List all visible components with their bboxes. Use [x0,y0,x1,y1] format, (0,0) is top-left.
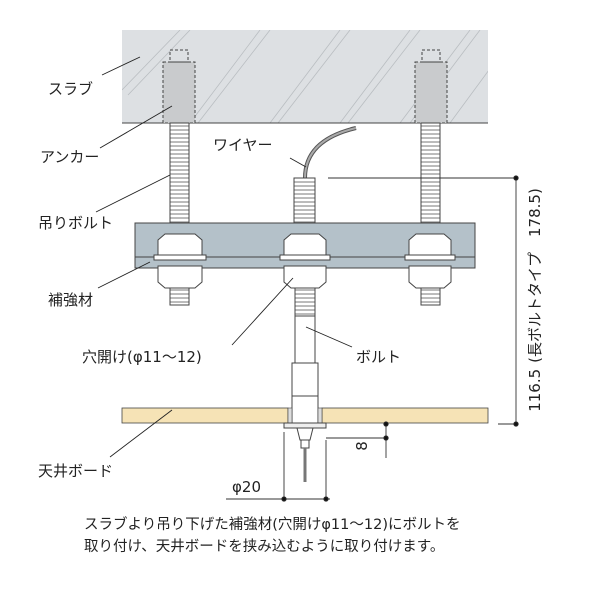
ceiling-board [121,407,489,424]
anchor-left [162,49,196,124]
dimension-height: 116.5(長ボルトタイプ 178.5) [526,188,544,412]
bolt [291,287,319,424]
label-anchor: アンカー [40,148,99,166]
label-reinforcement: 補強材 [48,291,93,309]
anchor-right [414,49,448,124]
caption-line-2: 取り付け、天井ボードを挟み込むように取り付けます。 [84,539,445,555]
nuts [153,233,456,289]
label-hole: 穴開け(φ11〜12) [82,348,202,366]
dimension-diameter: φ20 [232,478,261,496]
dimension-protrusion: 8 [353,441,371,451]
label-hanging-bolt: 吊りボルト [38,214,113,232]
label-wire: ワイヤー [213,136,273,154]
label-bolt: ボルト [356,348,401,366]
caption: スラブより吊り下げた補強材(穴開けφ11〜12)にボルトを 取り付け、天井ボード… [84,514,461,558]
label-slab: スラブ [48,80,93,98]
label-ceiling-board: 天井ボード [38,462,113,480]
caption-line-1: スラブより吊り下げた補強材(穴開けφ11〜12)にボルトを [84,517,461,533]
bolt-flange [283,422,327,449]
